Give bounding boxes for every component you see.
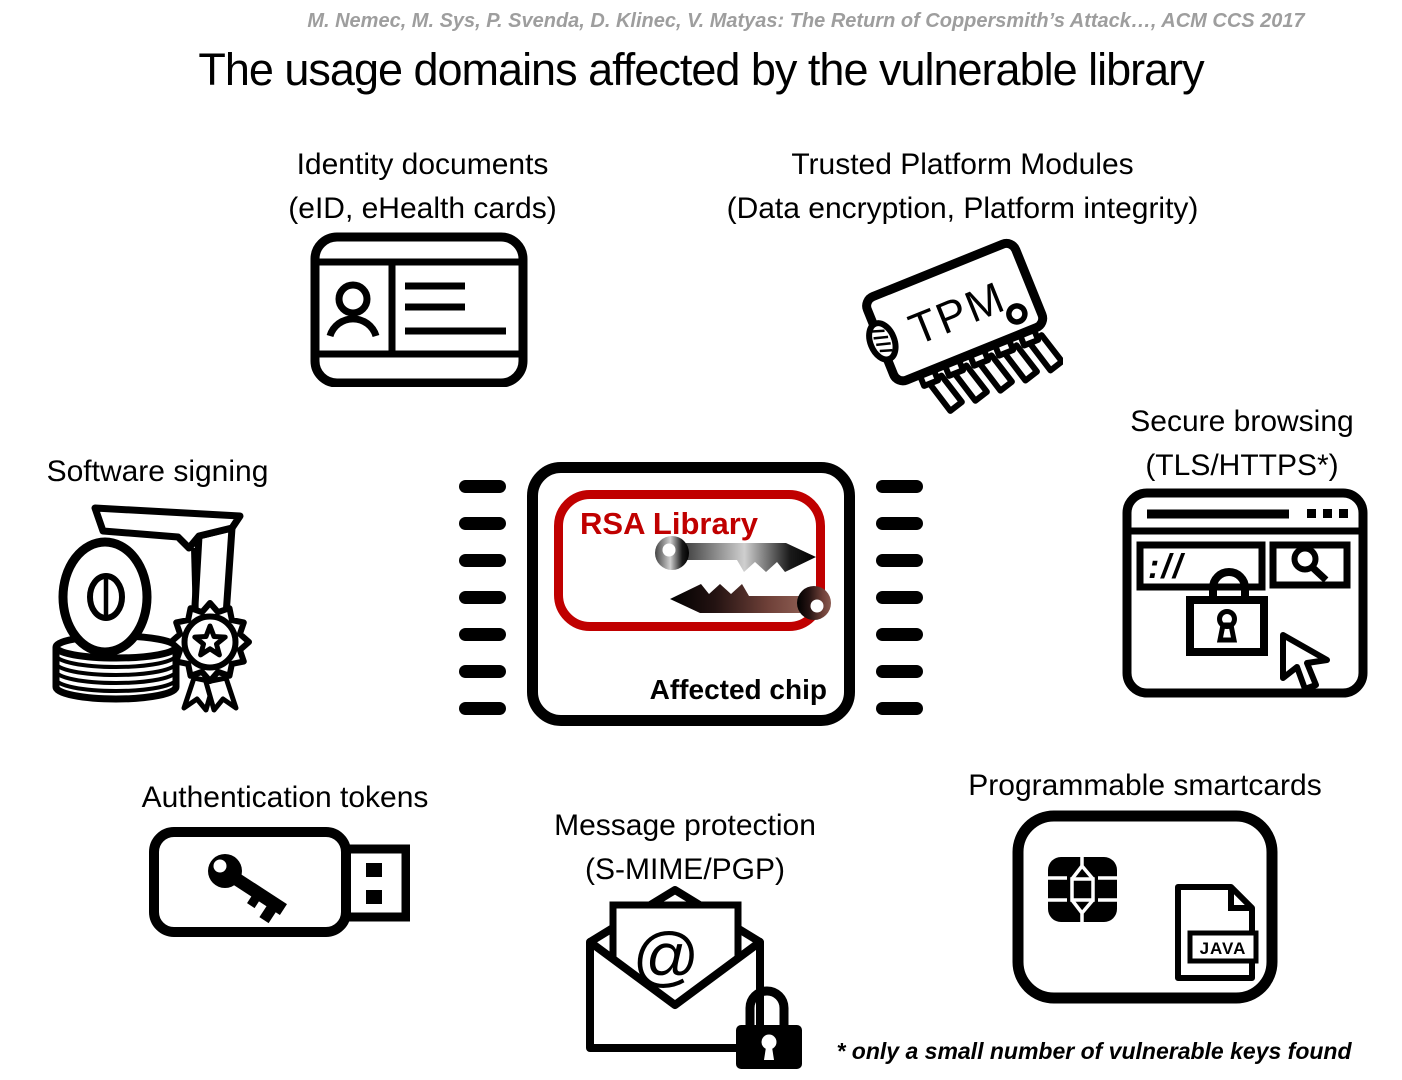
chip-pin [459,480,506,493]
chip-pin [876,628,923,641]
tpm-subtitle: (Data encryption, Platform integrity) [726,192,1199,225]
chip-pins-right [876,480,923,715]
chip-pin [459,628,506,641]
search-icon [1291,545,1329,583]
page-title: The usage domains affected by the vulner… [198,44,1204,95]
software-box [91,504,244,634]
chip-pin [459,554,506,567]
chip-pin [459,517,506,530]
software-box-icon [52,504,252,713]
rsa-keys-icon [655,536,831,620]
certificate-ribbon-icon [168,600,252,713]
software-signing-label: Software signing [30,450,285,494]
java-file-icon: JAVA [1175,884,1259,981]
chip-contact-icon [1048,857,1117,922]
identity-documents-label: Identity documents (eID, eHealth cards) [230,143,615,231]
chip-pins-left [459,480,506,715]
footnote: * only a small number of vulnerable keys… [836,1038,1352,1064]
chip-pin [876,517,923,530]
key-gray-icon [655,536,816,572]
authentication-tokens-label: Authentication tokens [115,776,455,820]
chip-pin [876,554,923,567]
rsa-library-label: RSA Library [580,506,759,541]
browser-icon: :// [1122,488,1368,698]
tpm-label: Trusted Platform Modules (Data encryptio… [680,143,1245,231]
person-icon [326,281,380,338]
disc-stack [52,632,180,703]
chip-pin [876,591,923,604]
email-lock-icon: @ [586,886,802,1069]
identity-documents-title: Identity documents [296,148,549,181]
usb-token-icon [149,827,410,937]
chip-pin [876,665,923,678]
cursor-icon [1280,632,1330,692]
address-bar [1136,541,1266,591]
chip-pin [876,480,923,493]
chip-pin [459,591,506,604]
chip-pin [876,702,923,715]
software-signing-title: Software signing [46,455,269,488]
search-box [1269,541,1351,589]
tpm-title: Trusted Platform Modules [791,148,1134,181]
chip-pin [459,665,506,678]
usb-connector [341,844,410,922]
message-protection-title: Message protection [554,809,816,842]
lock-icon [736,986,802,1069]
key-maroon-icon [670,584,831,620]
affected-chip-label: Affected chip [649,674,827,705]
smartcard-icon: JAVA [1012,810,1278,1004]
authentication-tokens-title: Authentication tokens [141,781,429,814]
padlock-icon [1186,568,1268,656]
programmable-smartcards-title: Programmable smartcards [968,769,1322,802]
programmable-smartcards-label: Programmable smartcards [945,764,1345,808]
attribution: M. Nemec, M. Sys, P. Svenda, D. Klinec, … [307,10,1305,32]
identity-documents-subtitle: (eID, eHealth cards) [288,192,557,225]
secure-browsing-subtitle: (TLS/HTTPS*) [1145,449,1339,482]
secure-browsing-title: Secure browsing [1130,405,1354,438]
star-icon [192,623,228,658]
java-file-label: JAVA [1200,939,1247,958]
tpm-chip-icon: TPM [862,238,1063,414]
address-bar-text: :// [1148,548,1186,586]
tpm-notch [866,320,899,363]
menu-dots-icon [1307,509,1348,518]
key-icon [208,854,287,924]
chip-pin [459,702,506,715]
message-protection-subtitle: (S-MIME/PGP) [585,853,785,886]
secure-browsing-label: Secure browsing (TLS/HTTPS*) [1082,400,1402,488]
message-protection-label: Message protection (S-MIME/PGP) [520,804,850,892]
id-card-icon [310,232,528,387]
cd-icon [58,537,152,657]
